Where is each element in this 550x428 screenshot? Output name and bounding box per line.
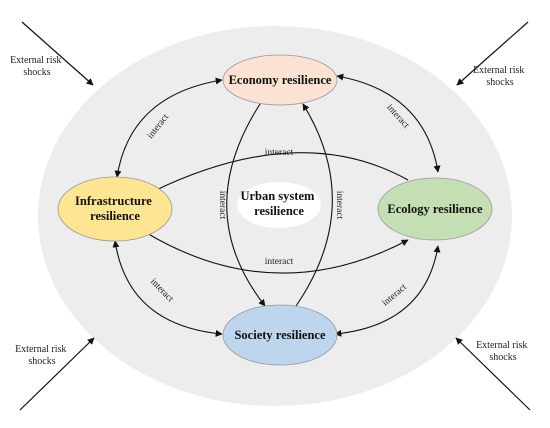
society-label: Society resilience xyxy=(234,328,326,342)
shock-label-top-left: External risk shocks xyxy=(10,55,64,78)
edge-economy-society xyxy=(226,100,266,307)
edge-economy-ecology xyxy=(336,73,441,173)
shock-label-top-right: External risk shocks xyxy=(473,65,527,88)
ecology-node xyxy=(377,177,493,241)
edge-label-bottom-horizontal: interact xyxy=(265,257,294,267)
shock-arrow-top-left xyxy=(21,21,94,86)
shock-label-bottom-right: External risk shocks xyxy=(476,340,530,363)
edge-ecology-society xyxy=(334,245,441,337)
edge-economy-infrastructure xyxy=(114,77,223,178)
shock-arrow-bottom-left xyxy=(19,337,95,411)
center-label: Urban system resilience xyxy=(240,189,317,218)
edge-infrastructure-ecology xyxy=(144,231,409,274)
edge-label-society-economy: interact xyxy=(334,191,344,220)
shock-arrow-top-right xyxy=(456,21,529,86)
shock-label-bottom-left: External risk shocks xyxy=(15,344,69,367)
edge-label-economy-society: interact xyxy=(217,191,227,220)
edge-society-economy xyxy=(295,103,333,307)
society-node xyxy=(222,304,338,366)
edge-label-top-horizontal: interact xyxy=(265,148,294,158)
center-node xyxy=(237,182,321,228)
edge-ecology-infrastructure xyxy=(151,152,409,193)
economy-node xyxy=(222,54,338,106)
shock-arrow-bottom-right xyxy=(455,337,531,411)
ecology-label: Ecology resilience xyxy=(387,202,483,216)
infrastructure-label: Infrastructure resilience xyxy=(75,194,155,223)
economy-label: Economy resilience xyxy=(229,73,332,87)
infrastructure-node xyxy=(57,176,173,242)
edge-infrastructure-society xyxy=(112,240,223,337)
